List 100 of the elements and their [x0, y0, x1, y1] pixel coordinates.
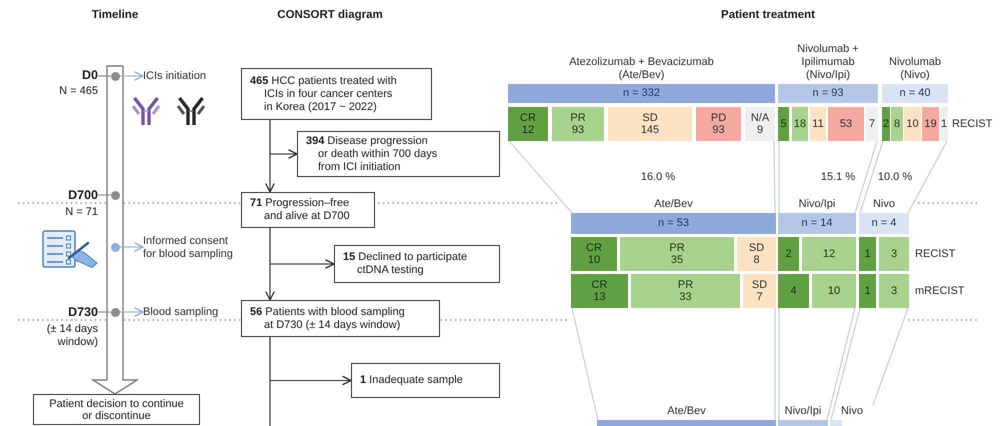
arrow [120, 242, 144, 252]
column-heading: Timeline [92, 9, 138, 22]
patient-count: 35 [670, 254, 684, 266]
arrow [269, 120, 298, 159]
patient-count: 93 [572, 124, 584, 136]
regimen-heading: Nivolumab (Nivo) [888, 56, 942, 82]
connector-line [269, 337, 271, 426]
row-label: RECIST [915, 248, 956, 261]
time-window-note: (± 14 days window) [46, 323, 98, 349]
funnel-line [778, 140, 780, 214]
patient-count: 12 [522, 124, 534, 136]
flow-box: 1 Inadequate sample [351, 363, 500, 398]
percentage-label: 16.0 % [640, 171, 676, 184]
connector-line [98, 194, 110, 196]
response-segment: 4 [778, 274, 809, 308]
event-label: ICIs initiation [143, 70, 206, 83]
column-heading: CONSORT diagram [277, 9, 383, 22]
response-segment: 3 [879, 237, 909, 271]
row-label: RECIST [952, 118, 992, 131]
patient-count: 13 [593, 291, 606, 303]
flow-box: 56 Patients with blood sampling at D730 (± 14 days window) [241, 300, 440, 337]
cohort-bar: n = 53 [571, 213, 776, 234]
response-category: PR [570, 112, 586, 124]
response-category: N/A [750, 112, 770, 124]
event-label: Blood sampling [143, 306, 218, 319]
response-category: SD [752, 279, 768, 291]
patient-count: 33 [679, 291, 692, 303]
regimen-heading: Nivo [841, 405, 863, 418]
cohort-bar: n = 93 [778, 84, 878, 103]
funnel-line [860, 140, 884, 214]
response-segment [571, 237, 617, 271]
regimen-heading: Nivo/Ipi [784, 405, 822, 418]
response-category: PR [669, 242, 685, 254]
response-segment: 8 [891, 107, 903, 141]
response-segment [571, 274, 628, 308]
cohort-bar: n = 4 [859, 213, 909, 234]
decision-box: Patient decision to continue or discontinue [33, 394, 200, 425]
response-segment: 7 [866, 107, 878, 141]
response-segment [608, 107, 692, 141]
connector-line [98, 311, 110, 313]
patient-count: 7 [756, 291, 763, 303]
response-segment [552, 107, 604, 141]
regimen-heading: Ate/Bev [667, 405, 706, 418]
connector-line [98, 75, 110, 77]
response-segment [620, 237, 734, 271]
arrow [120, 71, 144, 81]
patient-count: 8 [753, 254, 760, 266]
funnel-line [774, 140, 776, 214]
patient-count: 10 [588, 254, 600, 266]
response-segment [745, 107, 775, 141]
regimen-heading: Nivo [873, 198, 895, 211]
funnel-line [826, 308, 856, 420]
response-category: PD [710, 112, 726, 124]
response-segment: 3 [879, 274, 909, 308]
response-segment: 53 [828, 107, 864, 141]
response-segment: 1 [859, 274, 876, 308]
flow-box: 15 Declined to participate ctDNA testing [334, 245, 500, 283]
timepoint-label: D700 [68, 189, 98, 202]
regimen-heading: Nivolumab + Ipilimumab (Nivo/Ipi) [796, 43, 860, 82]
response-segment: 19 [922, 107, 939, 141]
column-heading: Patient treatment [721, 9, 815, 22]
funnel-line [854, 140, 878, 214]
response-segment [631, 274, 740, 308]
regimen-heading: Ate/Bev [654, 198, 693, 211]
response-segment [737, 237, 776, 271]
row-label: mRECIST [915, 285, 964, 298]
response-segment [743, 274, 776, 308]
response-segment: 5 [778, 107, 789, 141]
timepoint-label: D0 [82, 69, 98, 82]
response-category: CR [520, 112, 536, 124]
patient-count: 145 [640, 124, 660, 136]
patient-count: N = 71 [65, 206, 98, 219]
response-segment [696, 107, 741, 141]
patient-count: 93 [712, 124, 725, 136]
flow-box: 465 HCC patients treated with ICIs in four cancer centers in Korea (2017 ~ 2022) [241, 68, 432, 120]
response-segment: 1 [940, 107, 948, 141]
cohort-bar: n = 14 [778, 213, 856, 234]
response-category: SD [642, 112, 658, 124]
arrow [269, 228, 335, 269]
percentage-label: 10.0 % [878, 171, 912, 184]
response-segment [508, 107, 548, 141]
timepoint-label: D730 [68, 306, 98, 319]
response-segment: 10 [812, 274, 856, 308]
response-segment: 1 [859, 237, 876, 271]
percentage-label: 15.1 % [820, 171, 856, 184]
response-category: CR [586, 242, 602, 254]
funnel-line [572, 308, 598, 420]
funnel-line [908, 140, 948, 214]
funnel-line [774, 308, 776, 420]
funnel-line [872, 308, 908, 406]
regimen-heading: Atezolizumab + Bevacizumab (Ate/Bev) [568, 56, 715, 82]
response-category: PR [678, 279, 694, 291]
timeline-arrow [90, 65, 140, 395]
response-category: SD [748, 242, 764, 254]
funnel-line [778, 308, 780, 420]
flow-box: 71 Progression–free and alive at D700 [241, 192, 375, 228]
patient-count: N = 465 [59, 85, 98, 98]
response-segment: 12 [802, 237, 856, 271]
response-segment: 11 [810, 107, 826, 141]
response-segment: 2 [778, 237, 799, 271]
